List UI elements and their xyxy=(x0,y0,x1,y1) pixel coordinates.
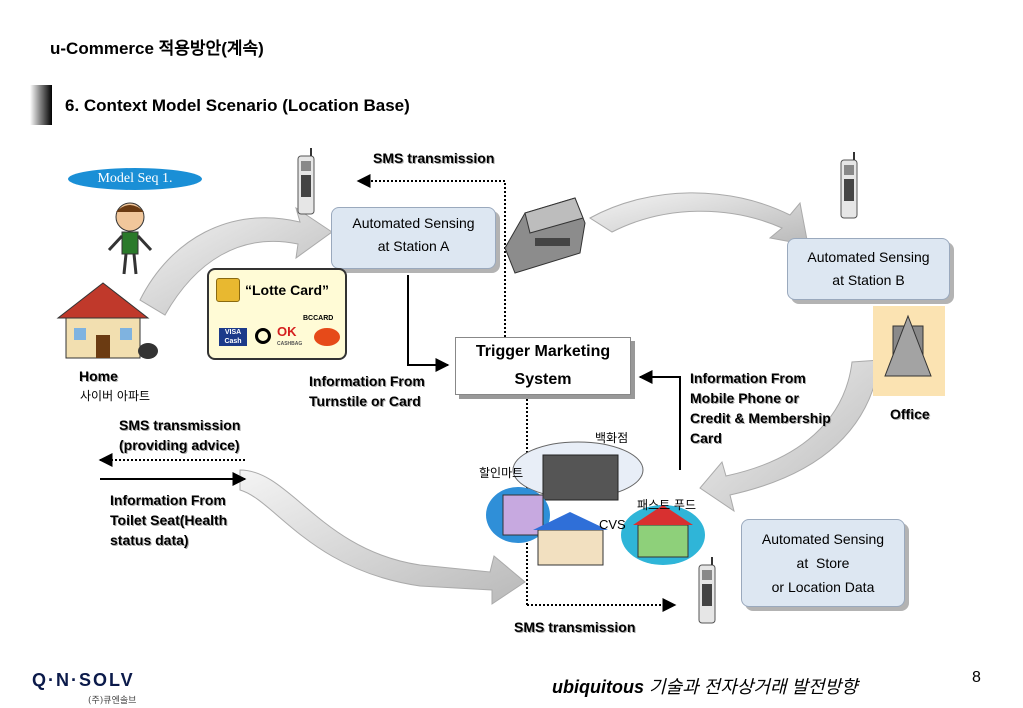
company-logo: Q·N·SOLV xyxy=(32,670,135,690)
person-icon xyxy=(107,202,153,275)
tms-line2: System xyxy=(514,371,572,388)
section-heading: 6. Context Model Scenario (Location Base… xyxy=(65,96,410,115)
station-a-line1: Automated Sensing xyxy=(352,215,475,231)
house-icon xyxy=(56,282,158,359)
mobile-phone-icon xyxy=(297,148,315,215)
station-b-line1: Automated Sensing xyxy=(807,249,930,265)
mastercard-logo xyxy=(314,328,340,346)
company-logo-subtext: (주)큐엔솔브 xyxy=(88,696,137,706)
store-sensing-box: Automated Sensing at Store or Location D… xyxy=(741,519,905,607)
sms-transmission-top-label: SMS transmission xyxy=(373,150,495,166)
mobile-phone-icon xyxy=(840,152,858,219)
lotte-card-label: “Lotte Card” xyxy=(245,282,329,298)
train-icon xyxy=(504,197,586,274)
heading-accent-bar xyxy=(30,85,52,125)
bccard-logo: BCCARD xyxy=(303,315,334,322)
info-mobile-label: Information From Mobile Phone or Credit … xyxy=(690,370,831,446)
home-korean-label: 사이버 아파트 xyxy=(80,389,151,403)
store-line3: or Location Data xyxy=(771,579,875,595)
footer-text: ubiquitous 기술과 전자상거래 발전방향 xyxy=(552,673,858,699)
sms-transmission-bottom-label: SMS transmission xyxy=(514,619,636,635)
info-toilet-label: Information From Toilet Seat(Health stat… xyxy=(110,492,228,548)
fast-food-label: 패스트 푸드 xyxy=(637,498,697,512)
office-label: Office xyxy=(890,406,930,422)
store-line1: Automated Sensing xyxy=(761,531,885,547)
footer-text-bold: ubiquitous xyxy=(552,677,644,697)
station-b-line2: at Station B xyxy=(832,272,905,288)
trigger-marketing-system-box: Trigger Marketing System xyxy=(455,337,631,395)
info-turnstile-label: Information From Turnstile or Card xyxy=(309,373,425,409)
station-b-box: Automated Sensing at Station B xyxy=(787,238,950,300)
chip-icon xyxy=(216,278,240,302)
ok-cashbag-logo: OK CASHBAG xyxy=(277,324,303,347)
sms-advice-label: SMS transmission (providing advice) xyxy=(119,417,241,453)
footer-text-rest: 기술과 전자상거래 발전방향 xyxy=(643,677,858,697)
arrow-turnstile-to-tms xyxy=(407,275,450,372)
tms-line1: Trigger Marketing xyxy=(475,343,611,360)
curved-arrow-toilet-to-store xyxy=(239,469,526,605)
curved-arrow-train-to-station-b xyxy=(589,192,809,246)
visa-cash-logo: VISA Cash xyxy=(219,328,247,346)
card-brand-logo xyxy=(255,328,271,344)
discount-mart-label: 할인마트 xyxy=(479,466,524,480)
dept-store-label: 백화점 xyxy=(595,431,629,445)
office-building-icon xyxy=(873,306,945,396)
cvs-label: CVS xyxy=(599,517,626,532)
store-cluster-icon xyxy=(486,441,705,566)
store-line2: at Store xyxy=(796,555,850,571)
arrow-mobile-to-tms xyxy=(638,370,681,470)
mobile-phone-icon xyxy=(698,557,716,624)
station-a-box: Automated Sensing at Station A xyxy=(331,207,496,269)
model-seq-badge: Model Seq 1. xyxy=(68,168,202,190)
home-label: Home xyxy=(79,368,118,384)
station-a-line2: at Station A xyxy=(377,238,450,254)
page-title: u-Commerce 적용방안(계속) xyxy=(50,39,264,58)
page-number: 8 xyxy=(972,669,981,686)
curved-arrow-office-to-store xyxy=(699,359,881,513)
lotte-card-image: “Lotte Card” BCCARD VISA Cash OK CASHBAG xyxy=(207,268,347,360)
